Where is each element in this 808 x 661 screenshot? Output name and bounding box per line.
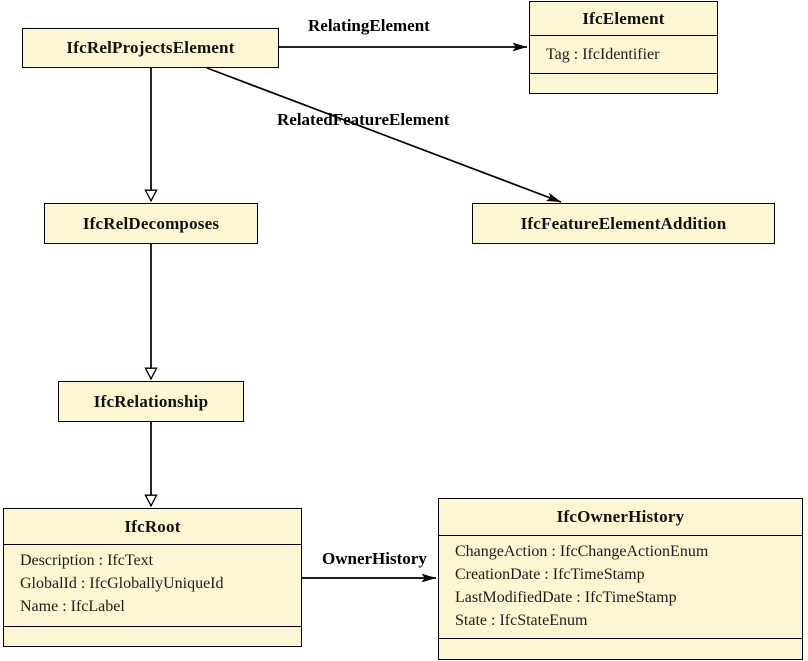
attributes-compartment: Tag : IfcIdentifier — [530, 35, 717, 73]
class-title: IfcFeatureElementAddition — [520, 213, 727, 233]
attribute-row: GlobalId : IfcGloballyUniqueId — [20, 575, 224, 592]
association-label-related-feature-element: RelatedFeatureElement — [277, 110, 450, 129]
attribute-row: Tag : IfcIdentifier — [546, 46, 660, 63]
class-title: IfcRelProjectsElement — [66, 38, 235, 57]
class-title: IfcRelationship — [93, 391, 209, 411]
operations-compartment-empty — [530, 73, 717, 93]
association-label-relating-element: RelatingElement — [308, 16, 430, 35]
class-ifcelement: IfcElement Tag : IfcIdentifier — [529, 1, 718, 94]
class-ifcownerhistory: IfcOwnerHistory ChangeAction : IfcChange… — [438, 498, 803, 660]
association-label-owner-history: OwnerHistory — [322, 549, 427, 568]
attribute-row: LastModifiedDate : IfcTimeStamp — [455, 589, 677, 606]
association-arrow-related-feature-element — [206, 67, 562, 203]
class-ifcroot: IfcRoot Description : IfcText GlobalId :… — [3, 508, 302, 647]
class-title: IfcRelDecomposes — [82, 213, 220, 233]
attribute-row: ChangeAction : IfcChangeActionEnum — [455, 543, 709, 560]
attribute-row: Name : IfcLabel — [20, 598, 125, 615]
class-ifcrelationship: IfcRelationship — [58, 381, 244, 422]
operations-compartment-empty — [439, 638, 802, 659]
attribute-row: Description : IfcText — [20, 552, 154, 569]
class-title: IfcRoot — [124, 516, 181, 536]
attribute-row: CreationDate : IfcTimeStamp — [455, 566, 645, 583]
class-title: IfcOwnerHistory — [556, 507, 685, 526]
attributes-compartment: Description : IfcText GlobalId : IfcGlob… — [4, 544, 301, 626]
class-title: IfcElement — [582, 8, 665, 28]
class-ifcreldecomposes: IfcRelDecomposes — [44, 203, 258, 244]
class-ifcfeatureelementaddition: IfcFeatureElementAddition — [472, 203, 775, 244]
attributes-compartment: ChangeAction : IfcChangeActionEnum Creat… — [439, 535, 802, 638]
operations-compartment-empty — [4, 626, 301, 646]
class-ifcrelprojectselement: IfcRelProjectsElement — [22, 28, 279, 68]
attribute-row: State : IfcStateEnum — [455, 612, 588, 629]
